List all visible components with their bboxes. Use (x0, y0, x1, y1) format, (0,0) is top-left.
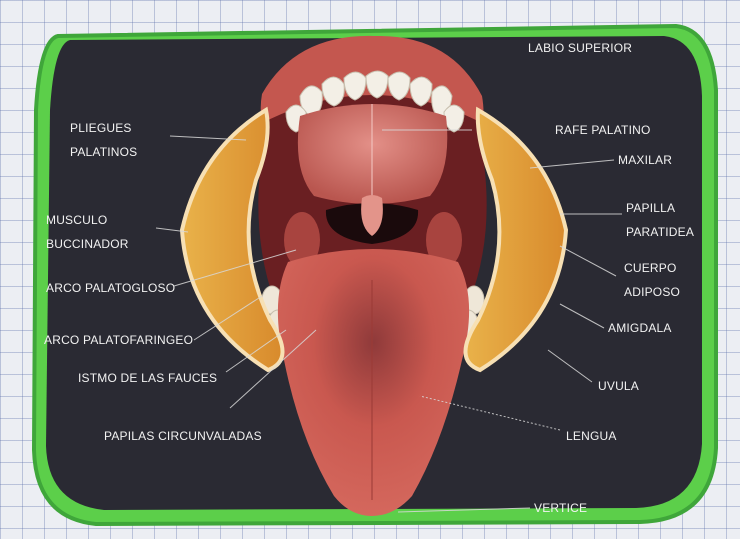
label-cuerpo-adiposo: CUERPO ADIPOSO (624, 256, 680, 304)
label-papilas-circunvaladas: PAPILAS CIRCUNVALADAS (104, 424, 262, 448)
label-maxilar: MAXILAR (618, 148, 672, 172)
label-rafe-palatino: RAFE PALATINO (555, 118, 651, 142)
label-papilla-line2: PARATIDEA (626, 220, 694, 244)
label-pliegues-line1: PLIEGUES (70, 116, 137, 140)
label-labio-superior: LABIO SUPERIOR (528, 36, 632, 60)
label-musculo-buccinador: MUSCULO BUCCINADOR (46, 208, 129, 256)
label-cuerpo-line2: ADIPOSO (624, 280, 680, 304)
label-cuerpo-line1: CUERPO (624, 256, 680, 280)
label-arco-palatofaringeo: ARCO PALATOFARINGEO (44, 328, 193, 352)
label-uvula: UVULA (598, 374, 639, 398)
label-musculo-line2: BUCCINADOR (46, 232, 129, 256)
label-vertice: VERTICE (534, 496, 587, 520)
label-pliegues-palatinos: PLIEGUES PALATINOS (70, 116, 137, 164)
label-papilla-line1: PAPILLA (626, 196, 694, 220)
label-amigdala: AMIGDALA (608, 316, 672, 340)
label-musculo-line1: MUSCULO (46, 208, 129, 232)
label-istmo-de-las-fauces: ISTMO DE LAS FAUCES (78, 366, 217, 390)
label-arco-palatogloso: ARCO PALATOGLOSO (46, 276, 175, 300)
label-papilla-paratidea: PAPILLA PARATIDEA (626, 196, 694, 244)
label-lengua: LENGUA (566, 424, 617, 448)
label-pliegues-line2: PALATINOS (70, 140, 137, 164)
